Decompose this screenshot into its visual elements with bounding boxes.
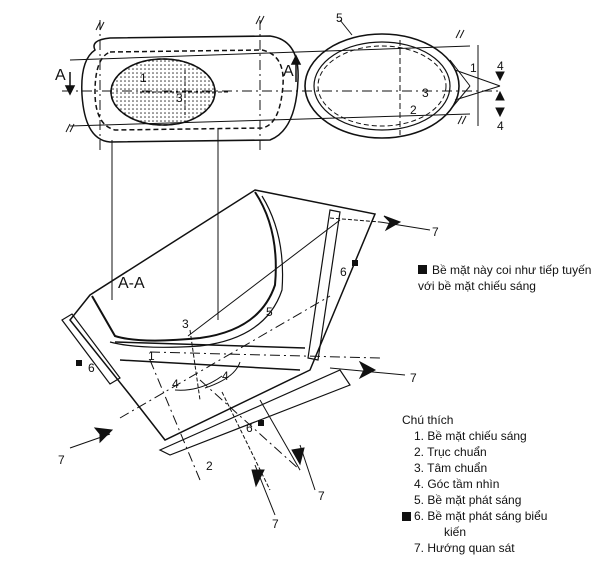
arrow-7-d <box>251 469 265 488</box>
legend-title: Chú thích <box>402 413 454 427</box>
legend-item-text: 5. Bề mặt phát sáng <box>414 493 522 507</box>
legend-item: 7. Hướng quan sát <box>402 540 602 556</box>
label-1-front: 1 <box>140 71 147 85</box>
viewing-arrows <box>69 215 431 516</box>
side-view <box>304 19 501 139</box>
legend-marker <box>402 512 411 521</box>
arrow-7-a <box>383 215 402 232</box>
section-a-right-label: A <box>283 63 294 80</box>
label-2-section: 2 <box>206 459 213 473</box>
section-label: A-A <box>118 275 145 292</box>
label-5-section: 5 <box>266 305 273 319</box>
legend-item: 3. Tâm chuẩn <box>402 460 602 476</box>
lamp-outline-side <box>304 33 460 139</box>
projection-lines <box>111 128 219 320</box>
section-arrow-right <box>290 54 302 82</box>
label-6-b: 6 <box>88 361 95 375</box>
lamp-inner-dashed-front <box>94 49 284 131</box>
legend-item: 5. Bề mặt phát sáng <box>402 492 602 508</box>
section-view <box>61 189 377 456</box>
label-6-c: 6 <box>246 421 253 435</box>
label-1-section: 1 <box>148 349 155 363</box>
note-marker <box>418 265 427 274</box>
legend-item: 6. Bề mặt phát sáng biểu kiến <box>402 508 602 540</box>
label-7-b: 7 <box>410 371 417 385</box>
legend-item: 1. Bề mặt chiếu sáng <box>402 428 602 444</box>
marker-6-b <box>76 360 82 366</box>
label-4-section-b: 4 <box>222 369 229 383</box>
tangent-note: Bề mặt này coi như tiếp tuyến với bề mặt… <box>418 262 598 294</box>
marker-6-a <box>352 260 358 266</box>
top-axis-lines <box>62 20 500 150</box>
legend-item: 4. Góc tầm nhìn <box>402 476 602 492</box>
label-7-e: 7 <box>318 489 325 503</box>
label-1-side: 1 <box>470 61 477 75</box>
section-arrow-left <box>64 72 76 96</box>
arrow-7-b <box>358 360 377 380</box>
label-7-d: 7 <box>272 517 279 531</box>
note-text: Bề mặt này coi như tiếp tuyến với bề mặt… <box>418 263 592 293</box>
label-3-front: 3 <box>176 91 183 105</box>
arrow-7-e <box>291 447 305 466</box>
section-axes <box>119 217 381 491</box>
housing-outline <box>69 189 377 441</box>
arrow-7-c <box>93 427 114 444</box>
label-3-side: 3 <box>422 86 429 100</box>
side-arrows <box>495 71 505 118</box>
legend: Chú thích 1. Bề mặt chiếu sáng 2. Trục c… <box>402 412 602 556</box>
legend-item-text: 4. Góc tầm nhìn <box>414 477 500 491</box>
label-4-side-a: 4 <box>497 59 504 73</box>
legend-item-text: 6. Bề mặt phát sáng biểu <box>414 509 548 523</box>
label-7-c: 7 <box>58 453 65 467</box>
label-3-section: 3 <box>182 317 189 331</box>
section-a-left-label: A <box>55 67 66 84</box>
label-4-section-a: 4 <box>172 377 179 391</box>
legend-item-text: 1. Bề mặt chiếu sáng <box>414 429 527 443</box>
hatch-marks <box>65 15 467 133</box>
marker-6-c <box>258 420 264 426</box>
legend-item: 2. Trục chuẩn <box>402 444 602 460</box>
legend-item-text: 2. Trục chuẩn <box>414 445 487 459</box>
legend-item-cont: kiến <box>444 525 467 539</box>
label-6-a: 6 <box>340 265 347 279</box>
label-7-a: 7 <box>432 225 439 239</box>
legend-item-text: 3. Tâm chuẩn <box>414 461 488 475</box>
label-2-side: 2 <box>410 103 417 117</box>
label-5-top: 5 <box>336 11 343 25</box>
legend-item-text: 7. Hướng quan sát <box>414 541 515 555</box>
label-4-side-b: 4 <box>497 119 504 133</box>
front-view <box>81 35 299 143</box>
